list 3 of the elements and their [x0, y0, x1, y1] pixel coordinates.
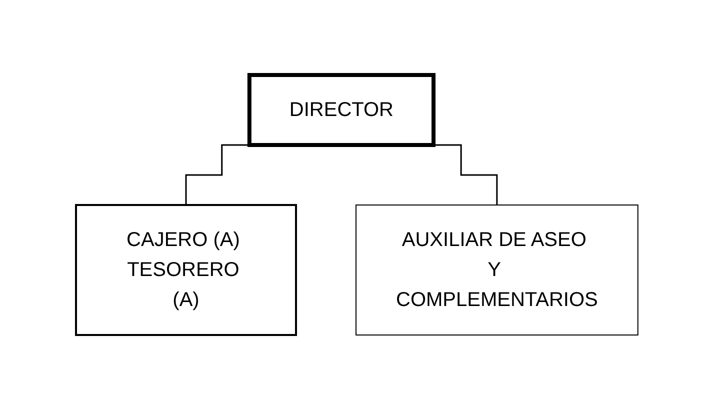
node-box: DIRECTOR [246, 72, 436, 146]
node-box: AUXILIAR DE ASEO Y COMPLEMENTARIOS [355, 204, 638, 335]
node-box: CAJERO (A) TESORERO (A) [74, 204, 297, 336]
